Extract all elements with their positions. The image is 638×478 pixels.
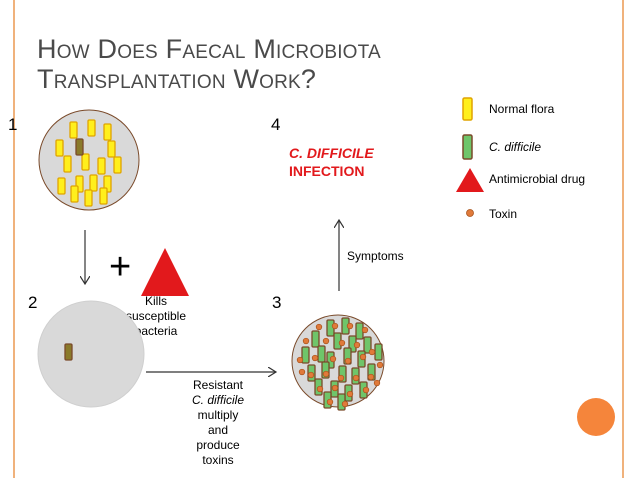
legend-antimicrobial-drug-icon bbox=[456, 168, 484, 192]
normal-flora-cell bbox=[97, 157, 106, 175]
kills-caption-line-2: susceptible bbox=[125, 309, 187, 323]
resistant-caption-line-3: multiply bbox=[197, 408, 239, 422]
toxin-dot bbox=[337, 374, 345, 382]
step-number-1: 1 bbox=[8, 115, 18, 134]
toxin-dot bbox=[346, 390, 354, 398]
toxin-dot bbox=[326, 398, 334, 406]
legend-c-difficile-label: C. difficile bbox=[489, 140, 542, 154]
toxin-dot bbox=[322, 370, 330, 378]
toxin-dot bbox=[331, 384, 339, 392]
normal-flora-cell bbox=[99, 187, 108, 205]
c-difficile-cell bbox=[355, 322, 364, 340]
dish-1-cells bbox=[55, 119, 122, 207]
c-difficile-cell bbox=[363, 336, 372, 354]
legend-antimicrobial-drug-label: Antimicrobial drug bbox=[489, 172, 586, 186]
title-line-2: Transplantation Work? bbox=[37, 64, 317, 94]
toxin-dot bbox=[368, 348, 376, 356]
toxin-dot bbox=[352, 374, 360, 382]
normal-flora-cell bbox=[113, 156, 122, 174]
normal-flora-cell bbox=[63, 155, 72, 173]
antimicrobial-drug-triangle bbox=[141, 248, 189, 296]
c-difficile-cell bbox=[64, 343, 73, 361]
toxin-dot bbox=[316, 385, 324, 393]
toxin-dot bbox=[373, 379, 381, 387]
legend-toxin-label: Toxin bbox=[489, 207, 518, 221]
resistant-caption-line-6: toxins bbox=[202, 453, 234, 467]
toxin-dot bbox=[344, 357, 352, 365]
dish-2-cells bbox=[64, 343, 73, 361]
step-number-3: 3 bbox=[272, 293, 282, 312]
normal-flora-cell bbox=[84, 189, 93, 207]
toxin-dot bbox=[329, 355, 337, 363]
toxin-dot bbox=[341, 400, 349, 408]
normal-flora-cell bbox=[87, 119, 96, 137]
normal-flora-cell bbox=[55, 139, 64, 157]
normal-flora-cell bbox=[57, 177, 66, 195]
toxin-dot bbox=[376, 361, 384, 369]
kills-caption-line-1: Kills bbox=[144, 294, 167, 308]
step-number-4: 4 bbox=[271, 115, 281, 134]
normal-flora-cell bbox=[81, 153, 90, 171]
c-difficile-cell bbox=[374, 343, 383, 361]
toxin-dot bbox=[296, 356, 304, 364]
dish-3-cells bbox=[296, 317, 384, 411]
c-difficile-cell bbox=[301, 346, 310, 364]
step-number-2: 2 bbox=[28, 293, 38, 312]
petri-dish-2 bbox=[37, 300, 145, 408]
toxin-dot bbox=[315, 323, 323, 331]
legend-c-difficile-icon bbox=[462, 134, 473, 160]
resistant-caption: Resistant C. difficile multiply and prod… bbox=[170, 378, 266, 468]
toxin-dot bbox=[311, 354, 319, 362]
resistant-caption-line-2: C. difficile bbox=[191, 393, 244, 407]
frame-left-border bbox=[13, 0, 15, 478]
toxin-dot bbox=[322, 337, 330, 345]
toxin-dot bbox=[307, 371, 315, 379]
plus-sign: + bbox=[109, 246, 132, 288]
normal-flora-cell bbox=[103, 123, 112, 141]
toxin-dot bbox=[367, 373, 375, 381]
toxin-dot bbox=[302, 337, 310, 345]
toxin-dot bbox=[331, 322, 339, 330]
symptoms-label: Symptoms bbox=[347, 249, 404, 263]
toxin-dot bbox=[361, 326, 369, 334]
legend-normal-flora-icon bbox=[462, 97, 473, 121]
resistant-caption-line-4: and bbox=[207, 423, 229, 437]
toxin-dot bbox=[338, 339, 346, 347]
normal-flora-cell bbox=[69, 121, 78, 139]
resistant-caption-line-5: produce bbox=[196, 438, 240, 452]
frame-right-border bbox=[622, 0, 624, 478]
toxin-dot bbox=[298, 368, 306, 376]
normal-flora-cell bbox=[89, 174, 98, 192]
resistant-caption-line-1: Resistant bbox=[192, 378, 244, 392]
legend-normal-flora-label: Normal flora bbox=[489, 102, 555, 116]
legend-toxin-icon bbox=[466, 209, 474, 217]
kills-caption: Kills susceptible bacteria bbox=[111, 294, 201, 339]
kills-caption-line-3: bacteria bbox=[134, 324, 178, 338]
c-difficile-cell bbox=[75, 138, 84, 156]
slide-title: How Does Faecal Microbiota Transplantati… bbox=[37, 34, 457, 94]
normal-flora-cell bbox=[70, 185, 79, 203]
toxin-dot bbox=[359, 353, 367, 361]
c-difficile-cell bbox=[317, 345, 326, 363]
infection-label-line-2: INFECTION bbox=[289, 163, 365, 179]
normal-flora-cell bbox=[107, 140, 116, 158]
toxin-dot bbox=[353, 341, 361, 349]
c-difficile-cell bbox=[311, 330, 320, 348]
title-line-1: How Does Faecal Microbiota bbox=[37, 34, 381, 64]
accent-dot bbox=[577, 398, 615, 436]
toxin-dot bbox=[346, 322, 354, 330]
infection-label-line-1: C. DIFFICILE bbox=[289, 145, 374, 161]
toxin-dot bbox=[362, 386, 370, 394]
infection-label: C. DIFFICILE INFECTION bbox=[289, 144, 374, 180]
